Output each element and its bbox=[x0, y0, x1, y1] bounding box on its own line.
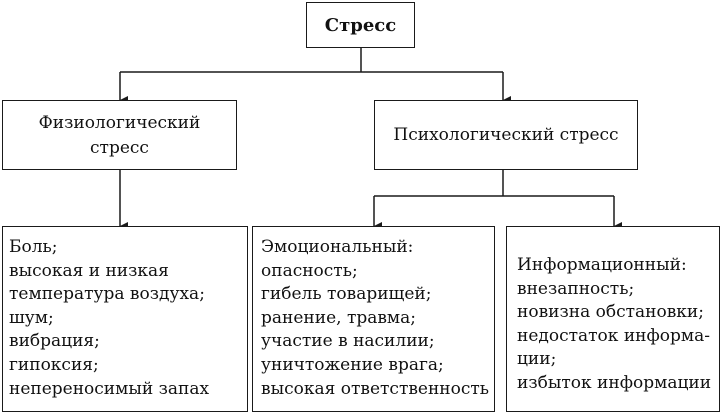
psychological-stress-label: Психологический стресс bbox=[393, 125, 619, 145]
list-item: новизна обстановки; bbox=[517, 302, 704, 323]
list-item: Информационный: bbox=[517, 255, 687, 275]
list-item: температура воздуха; bbox=[9, 284, 205, 305]
stress-root-box: Стресс bbox=[306, 2, 415, 48]
list-item: высокая и низкая bbox=[9, 260, 169, 281]
list-item: непереносимый запах bbox=[9, 378, 210, 399]
list-item: гипоксия; bbox=[9, 354, 99, 375]
list-item: Эмоциональный: bbox=[261, 237, 414, 257]
emotional-factors-list: Эмоциональный: опасность; гибель товарищ… bbox=[252, 226, 495, 412]
psychological-stress-box: Психологический стресс bbox=[374, 100, 638, 170]
list-item: ранение, травма; bbox=[261, 307, 417, 328]
list-item: Боль; bbox=[9, 237, 58, 257]
physiological-stress-label-line: Физиологический bbox=[38, 113, 201, 133]
stress-root-label: Стресс bbox=[324, 14, 397, 36]
physiological-factors-list: Боль; высокая и низкая температура возду… bbox=[2, 226, 248, 412]
list-item: уничтожение врага; bbox=[261, 354, 444, 375]
list-item: внезапность; bbox=[517, 278, 635, 299]
list-item: участие в насилии; bbox=[261, 331, 435, 352]
physiological-stress-label-line: стресс bbox=[90, 138, 149, 158]
list-item: высокая ответственность bbox=[261, 378, 490, 399]
list-item: вибрация; bbox=[9, 331, 100, 352]
list-item: опасность; bbox=[261, 260, 358, 281]
list-item: гибель товарищей; bbox=[261, 284, 432, 305]
list-item: недостаток информа- bbox=[517, 325, 711, 346]
physiological-stress-box: Физиологический стресс bbox=[2, 100, 237, 170]
list-item: ции; bbox=[517, 349, 557, 370]
list-item: избыток информации bbox=[517, 372, 712, 393]
list-item: шум; bbox=[9, 307, 54, 328]
informational-factors-list: Информационный: внезапность; новизна обс… bbox=[506, 226, 720, 412]
